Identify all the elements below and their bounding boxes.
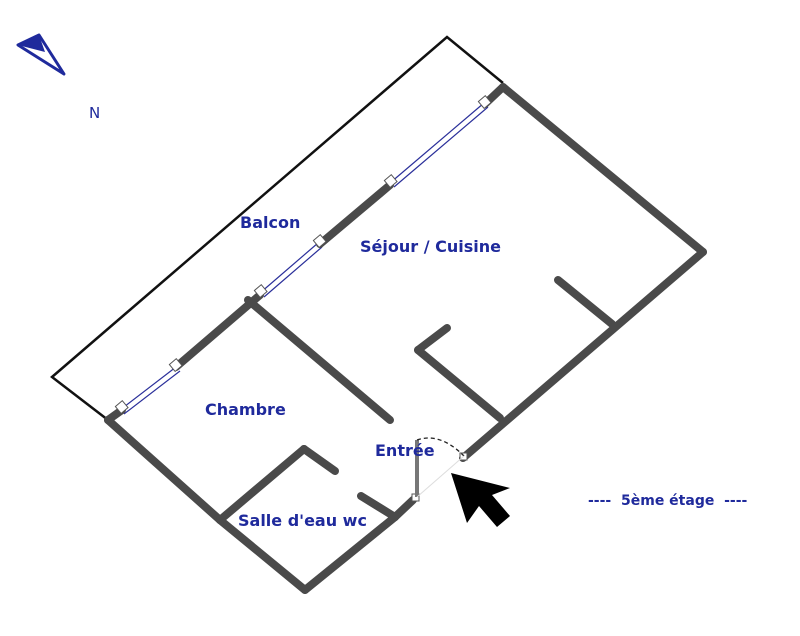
north-label: N — [89, 104, 100, 122]
room-label-salle-eau: Salle d'eau wc — [238, 511, 367, 530]
walls — [104, 83, 707, 594]
room-label-sejour-cuisine: Séjour / Cuisine — [360, 237, 501, 256]
floor-level-label: ---- 5ème étage ---- — [588, 493, 748, 509]
entry-door — [415, 437, 465, 498]
window-glazing — [119, 102, 489, 415]
balcony-outline — [50, 35, 504, 421]
room-label-balcon: Balcon — [240, 213, 300, 232]
window-frames — [114, 95, 492, 502]
room-label-entree: Entrée — [375, 441, 435, 460]
entry-arrow-icon — [451, 473, 510, 527]
north-arrow-icon — [16, 33, 66, 76]
room-label-chambre: Chambre — [205, 400, 286, 419]
